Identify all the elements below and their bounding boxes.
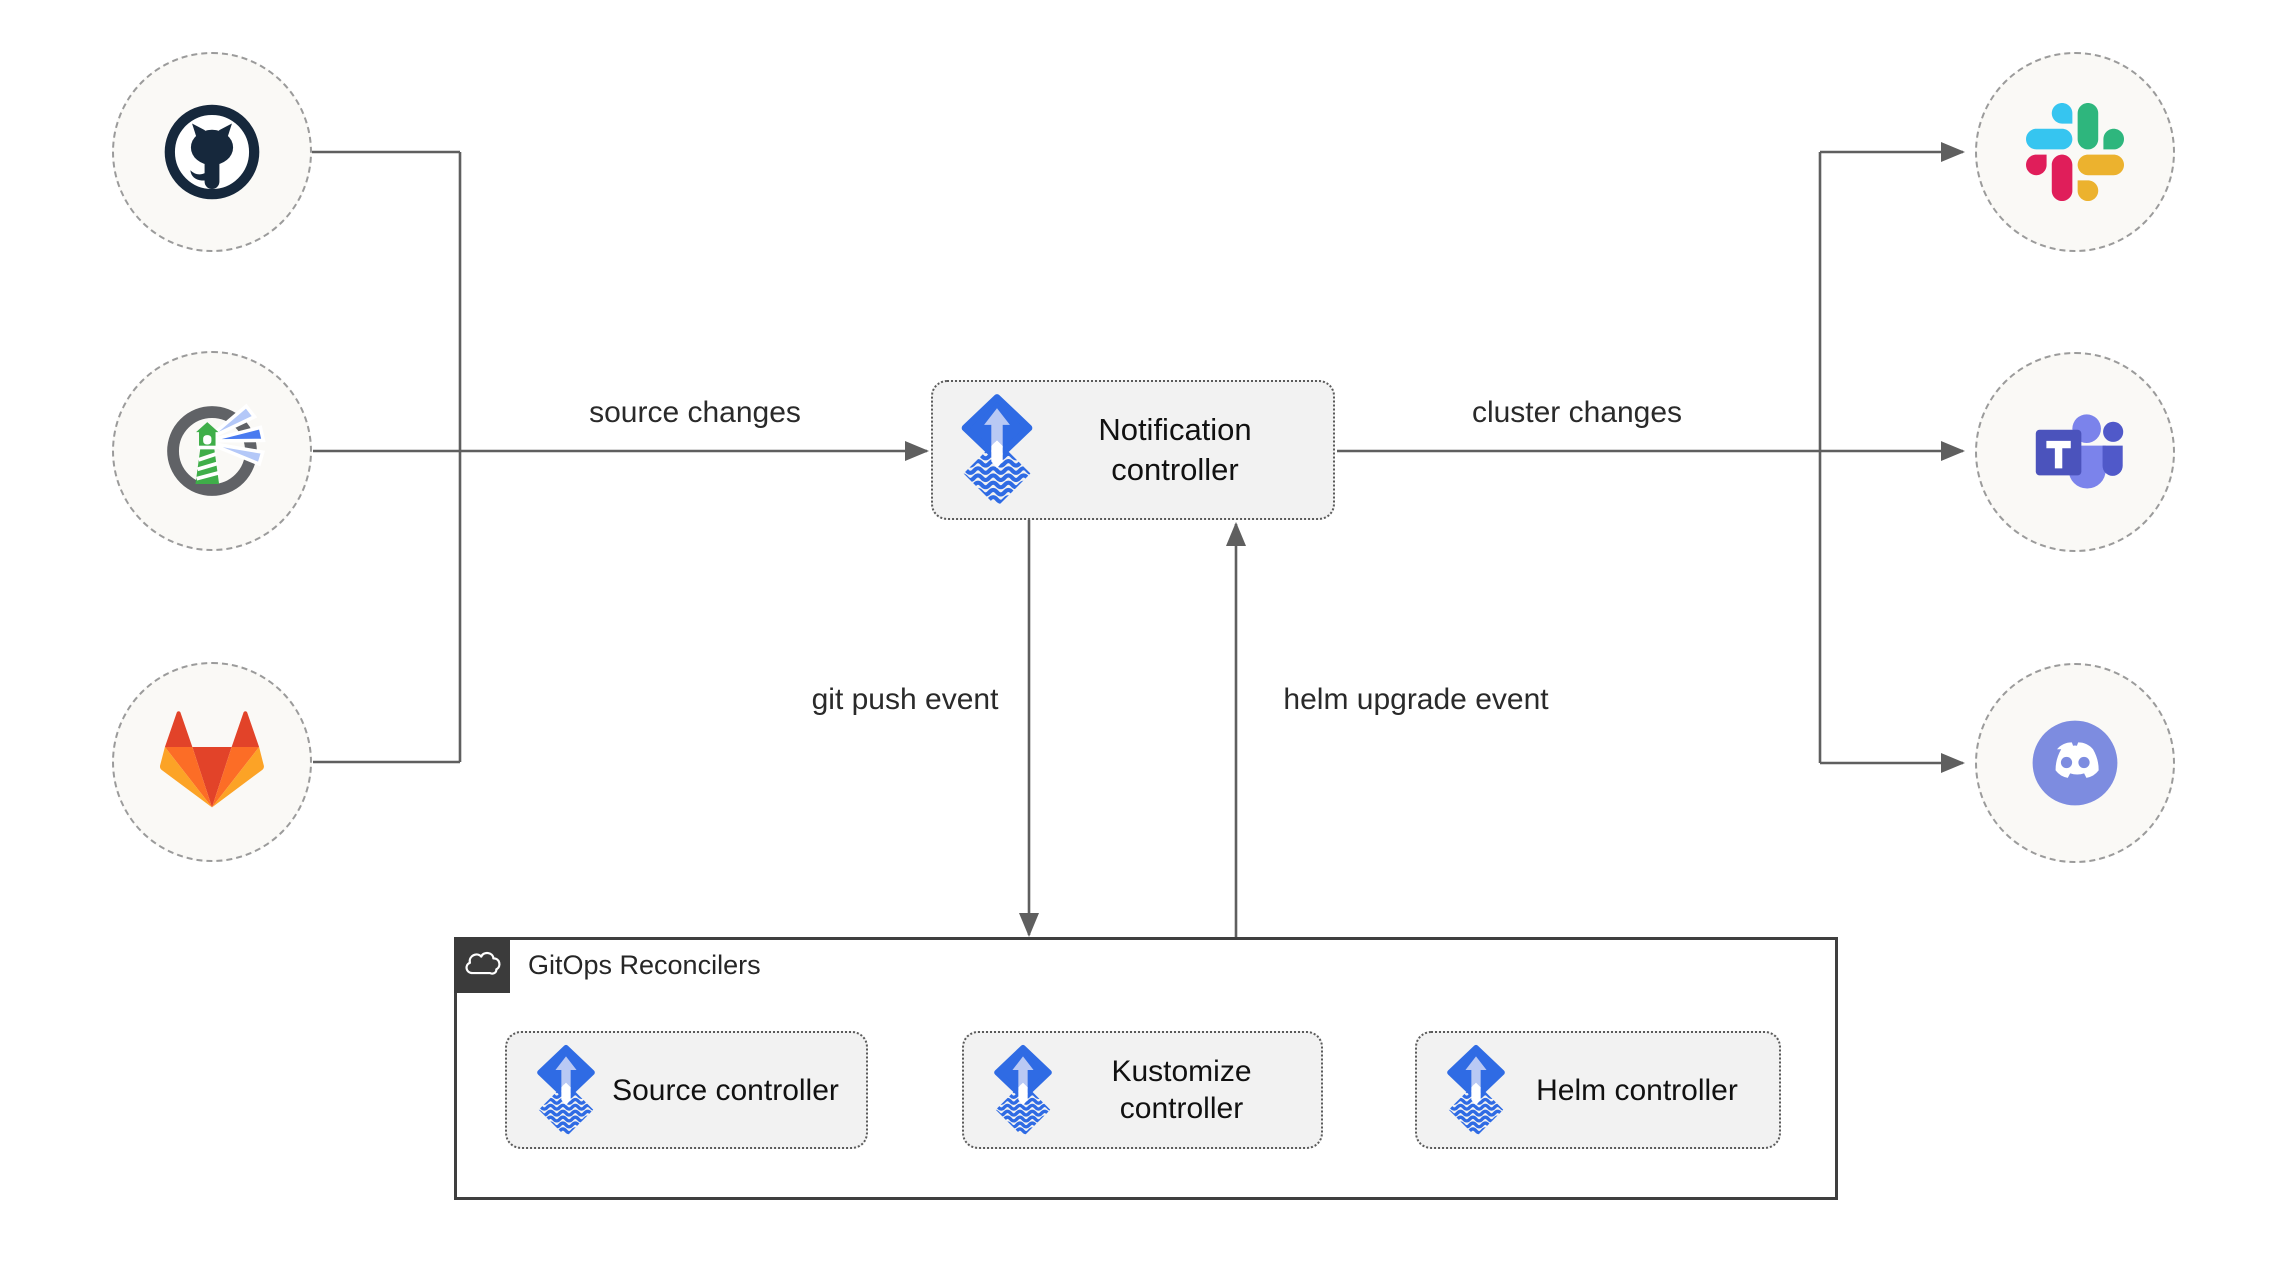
edge-label-source-changes: source changes xyxy=(589,396,801,429)
source-controller-label: Source controller xyxy=(612,1073,839,1107)
slack-icon xyxy=(2026,103,2124,201)
flux-icon xyxy=(535,1044,597,1137)
node-discord xyxy=(1975,663,2175,863)
node-github xyxy=(112,52,312,252)
node-teams xyxy=(1975,352,2175,552)
flux-icon xyxy=(959,393,1035,507)
node-gitlab xyxy=(112,662,312,862)
flux-icon xyxy=(1445,1044,1507,1137)
source-controller-box: Source controller xyxy=(505,1031,868,1149)
node-slack xyxy=(1975,52,2175,252)
kustomize-controller-label: Kustomize controller xyxy=(1111,1055,1252,1125)
node-harbor xyxy=(112,351,312,551)
gitops-badge xyxy=(454,937,510,993)
cloud-icon xyxy=(460,943,504,987)
harbor-icon xyxy=(153,392,271,510)
discord-icon xyxy=(2022,710,2128,816)
gitops-title: GitOps Reconcilers xyxy=(528,949,761,980)
notification-controller-box: Notification controller xyxy=(931,380,1335,520)
edge-label-helm-upgrade-event: helm upgrade event xyxy=(1283,683,1549,716)
notification-controller-label: Notification controller xyxy=(1098,412,1252,487)
teams-icon xyxy=(2022,399,2128,505)
kustomize-controller-box: Kustomize controller xyxy=(962,1031,1323,1149)
edge-label-git-push-event: git push event xyxy=(811,683,999,716)
gitlab-icon xyxy=(160,710,264,814)
edge-label-cluster-changes: cluster changes xyxy=(1471,396,1683,429)
helm-controller-box: Helm controller xyxy=(1415,1031,1781,1149)
flux-icon xyxy=(992,1044,1054,1137)
helm-controller-label: Helm controller xyxy=(1536,1073,1738,1107)
github-icon xyxy=(155,95,269,209)
